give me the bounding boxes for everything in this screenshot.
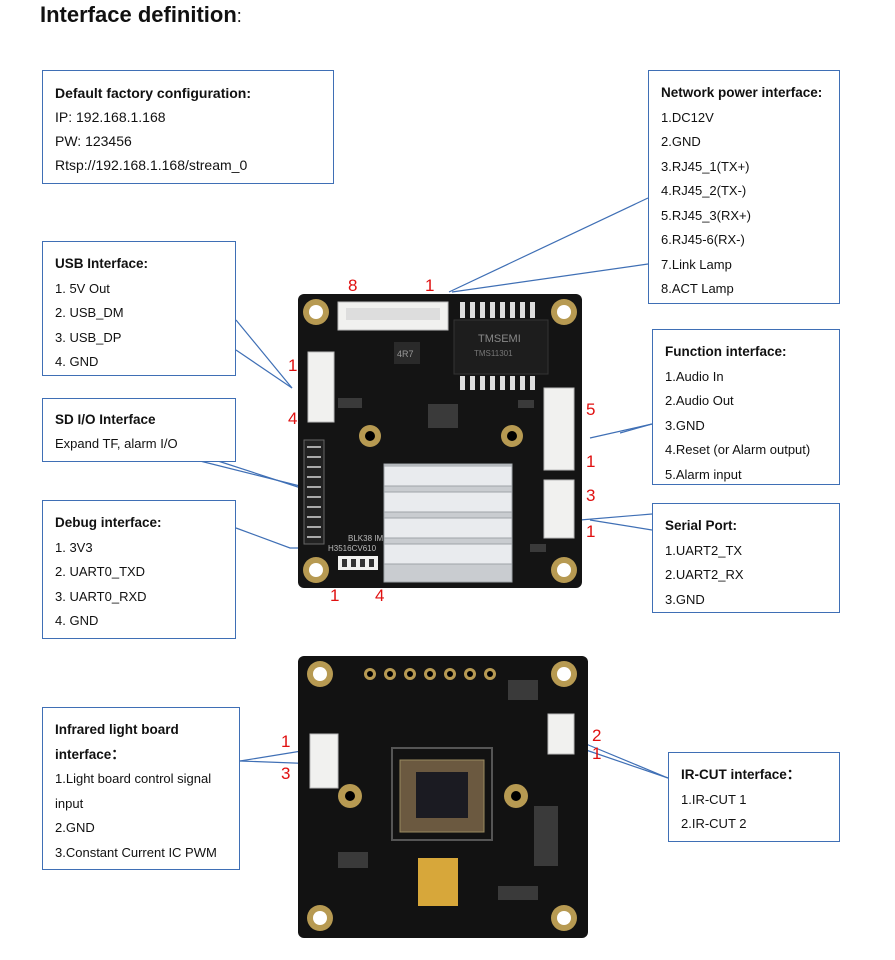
ircut-line: 2.IR-CUT 2 <box>681 816 747 831</box>
sd-connector <box>303 439 325 545</box>
factory-rtsp: Rtsp://192.168.1.168/stream_0 <box>55 157 248 173</box>
pin-number: 5 <box>586 400 596 419</box>
network-line: 6.RJ45-6(RX-) <box>661 232 745 247</box>
sensor-board <box>298 656 588 938</box>
main-board: TMSEMI TMS11301 4R7 BLK38 IM H3516CV610 <box>298 294 582 588</box>
transformer-chip <box>453 319 549 375</box>
serial-leader-2 <box>589 519 653 531</box>
debug-line: 3. UART0_RXD <box>55 588 147 604</box>
network-line: 8.ACT Lamp <box>661 281 734 296</box>
pin-number: 4 <box>375 586 385 605</box>
svg-text:TMS11301: TMS11301 <box>474 349 513 358</box>
pin-number: 3 <box>586 486 596 505</box>
ircut-heading: IR-CUT interface： <box>681 767 801 782</box>
infrared-connector <box>309 733 339 789</box>
ircut-leader-2 <box>585 749 669 779</box>
function-line: 1.Audio In <box>665 368 724 384</box>
debug-line: 2. UART0_TXD <box>55 564 146 579</box>
usb-leader <box>235 319 293 389</box>
infrared-heading: Infrared light board <box>55 722 179 737</box>
network-line: 1.DC12V <box>661 109 714 125</box>
usb-leader-2 <box>235 349 293 389</box>
svg-text:H3516CV610: H3516CV610 <box>328 544 377 553</box>
usb-line: 1. 5V Out <box>55 280 110 296</box>
function-heading: Function interface: <box>665 344 787 359</box>
factory-pw: PW: 123456 <box>55 133 132 149</box>
sd-heading: SD I/O Interface <box>55 412 156 427</box>
sd-leader <box>199 460 305 488</box>
usb-heading: USB Interface: <box>55 256 149 271</box>
pin-number: 1 <box>586 452 596 471</box>
function-line: 4.Reset (or Alarm output) <box>665 442 811 457</box>
serial-line: 3.GND <box>665 591 705 607</box>
infrared-line: 2.GND <box>55 820 95 835</box>
serial-line: 2.UART2_RX <box>665 567 744 582</box>
network-line: 5.RJ45_3(RX+) <box>661 207 751 223</box>
pin-number: 1 <box>586 522 596 541</box>
sd-leader-2 <box>217 460 305 490</box>
network-power-box: Network power interface: 1.DC12V 2.GND 3… <box>648 70 840 304</box>
debug-line: 4. GND <box>55 613 99 628</box>
network-power-heading: Network power interface: <box>661 85 823 100</box>
usb-connector <box>307 351 335 423</box>
network-leader <box>448 197 649 293</box>
infrared-board-box: Infrared light board interface： 1.Light … <box>42 707 240 870</box>
pin-number: 1 <box>592 744 602 763</box>
usb-line: 2. USB_DM <box>55 305 124 320</box>
page-title: Interface definition: <box>40 2 242 27</box>
infrared-line: 1.Light board control signal <box>55 771 212 786</box>
ircut-line: 1.IR-CUT 1 <box>681 791 747 807</box>
gold-pad <box>418 858 458 906</box>
svg-text:4R7: 4R7 <box>397 349 414 359</box>
function-line: 5.Alarm input <box>665 466 742 482</box>
svg-text:BLK38 IM: BLK38 IM <box>348 534 383 543</box>
serial-heading: Serial Port: <box>665 518 738 533</box>
factory-config-heading: Default factory configuration: <box>55 85 252 101</box>
sd-io-box: SD I/O Interface Expand TF, alarm I/O <box>42 398 236 462</box>
serial-leader <box>579 513 653 521</box>
network-line: 7.Link Lamp <box>661 256 732 272</box>
function-interface-box: Function interface: 1.Audio In 2.Audio O… <box>652 329 840 485</box>
svg-text:TMSEMI: TMSEMI <box>478 333 521 345</box>
serial-line: 1.UART2_TX <box>665 542 743 558</box>
serial-port-box: Serial Port: 1.UART2_TX 2.UART2_RX 3.GND <box>652 503 840 613</box>
function-line: 2.Audio Out <box>665 393 734 408</box>
factory-config-box: Default factory configuration: IP: 192.1… <box>42 70 334 184</box>
pin-number: 8 <box>348 276 358 295</box>
infrared-line: input <box>55 795 84 811</box>
function-connector <box>543 387 575 471</box>
pin-number: 1 <box>288 356 298 375</box>
pin-number: 3 <box>281 764 291 783</box>
infrared-heading-2: interface： <box>55 746 125 762</box>
pin-number: 1 <box>281 732 291 751</box>
usb-line: 4. GND <box>55 354 99 369</box>
function-line: 3.GND <box>665 417 705 433</box>
network-line: 2.GND <box>661 134 701 149</box>
ircut-interface-box: IR-CUT interface： 1.IR-CUT 1 2.IR-CUT 2 <box>668 752 840 842</box>
debug-header <box>338 556 378 570</box>
network-leader-2 <box>451 263 649 293</box>
debug-heading: Debug interface: <box>55 515 162 530</box>
debug-line: 1. 3V3 <box>55 539 93 555</box>
factory-ip: IP: 192.168.1.168 <box>55 109 166 125</box>
ircut-leader <box>585 743 669 779</box>
network-line: 3.RJ45_1(TX+) <box>661 158 750 174</box>
usb-interface-box: USB Interface: 1. 5V Out 2. USB_DM 3. US… <box>42 241 236 376</box>
pin-number: 1 <box>425 276 435 295</box>
ircut-connector <box>547 713 575 755</box>
function-leader-2 <box>619 423 653 434</box>
network-line: 4.RJ45_2(TX-) <box>661 183 747 198</box>
debug-interface-box: Debug interface: 1. 3V3 2. UART0_TXD 3. … <box>42 500 236 639</box>
infrared-line: 3.Constant Current IC PWM <box>55 844 217 860</box>
sd-line: Expand TF, alarm I/O <box>55 436 178 451</box>
usb-line: 3. USB_DP <box>55 329 122 345</box>
pin-number: 2 <box>592 726 602 745</box>
pin-number: 1 <box>330 586 340 605</box>
serial-connector <box>543 479 575 539</box>
pin-number: 4 <box>288 409 298 428</box>
